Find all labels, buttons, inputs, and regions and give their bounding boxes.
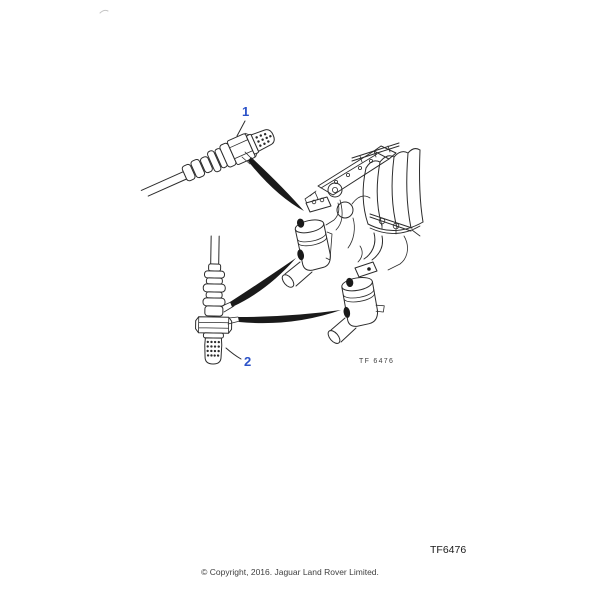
sensor-2-perforations (206, 340, 221, 357)
catalytic-converter-1-drawing (281, 218, 333, 288)
page-code: TF6476 (430, 544, 467, 556)
sensor-1-perforations (255, 132, 272, 147)
location-arrow-1 (241, 151, 304, 211)
callout-1[interactable]: 1 (242, 104, 250, 119)
figure-code: TF 6476 (359, 358, 395, 365)
catalytic-converter-2-drawing (327, 276, 385, 344)
sensor-boss-downstream-2 (343, 306, 351, 318)
oxygen-sensor-1-drawing (140, 129, 275, 197)
location-arrow-2 (221, 258, 296, 313)
leader-line-2 (225, 347, 242, 360)
stray-mark (99, 9, 109, 14)
sensor-boss-upstream-1 (296, 218, 305, 228)
sensor-boss-downstream-1 (297, 249, 305, 261)
copyright-text: © Copyright, 2016. Jaguar Land Rover Lim… (201, 567, 379, 577)
leader-line-1 (236, 120, 246, 137)
callout-2[interactable]: 2 (244, 354, 252, 369)
location-arrow-3 (227, 310, 341, 325)
oxygen-sensor-2-drawing (195, 235, 233, 365)
engine-drawing (304, 142, 424, 278)
sensor-boss-upstream-2 (346, 277, 354, 288)
